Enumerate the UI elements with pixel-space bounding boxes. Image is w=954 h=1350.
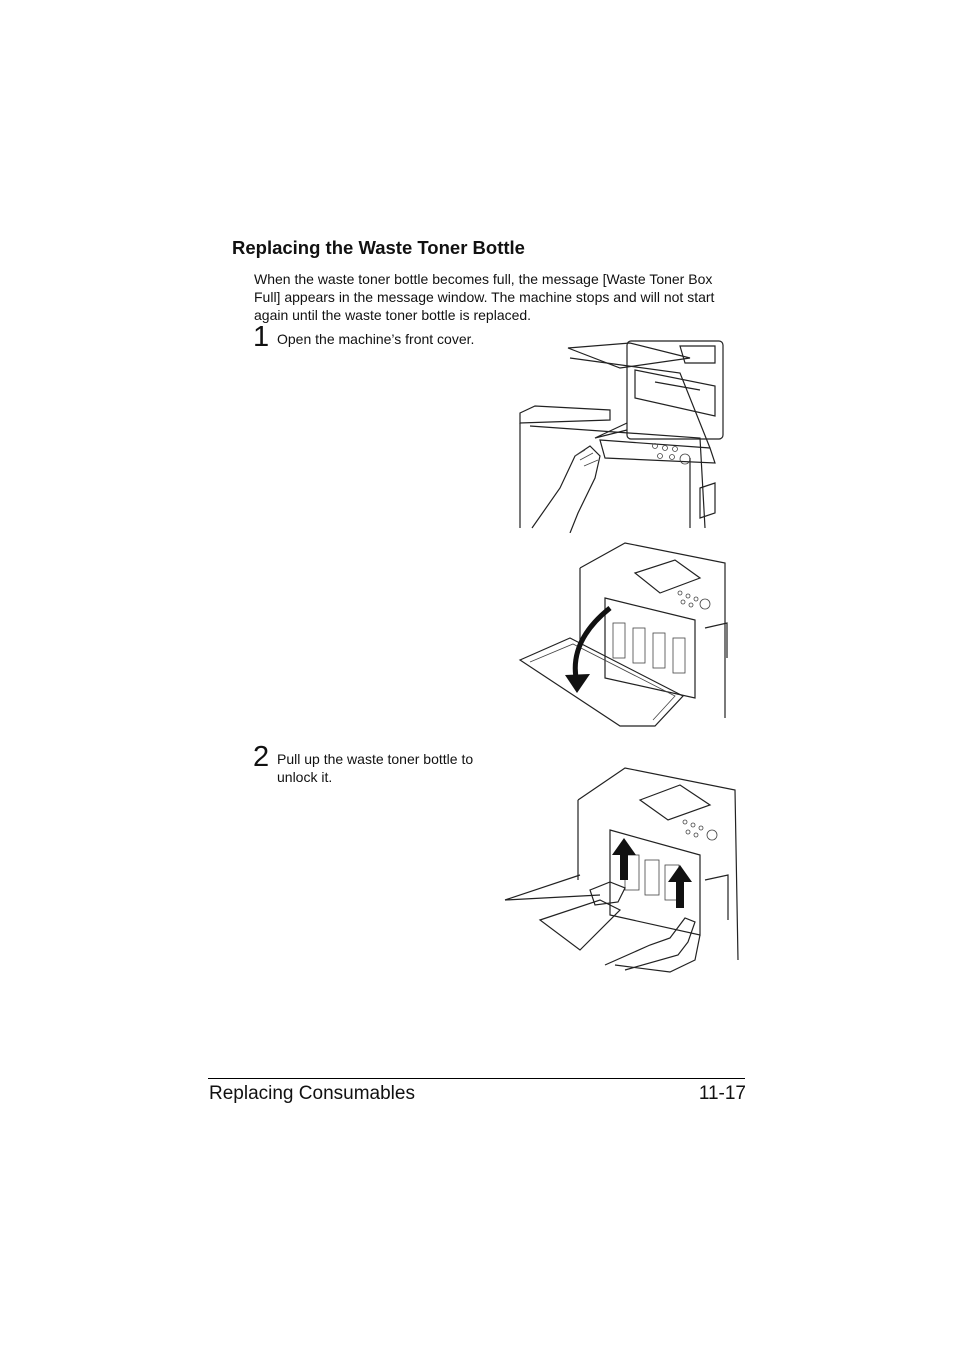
intro-paragraph: When the waste toner bottle becomes full… — [254, 271, 715, 323]
section-heading: Replacing the Waste Toner Bottle — [232, 237, 525, 258]
illustration-pull-up-bottle — [504, 767, 739, 973]
step-1-text: Open the machine’s front cover. — [277, 331, 475, 347]
footer-chapter-title: Replacing Consumables — [209, 1083, 415, 1104]
illustration-front-cover-opened — [518, 542, 728, 727]
step-1-number: 1 — [253, 321, 270, 353]
footer-page-number: 11-17 — [698, 1083, 746, 1104]
step-2-number: 2 — [253, 741, 270, 773]
step-2-text: Pull up the waste toner bottle to unlock… — [277, 751, 474, 785]
footer-rule — [208, 1078, 745, 1079]
illustration-open-cover-hand — [519, 340, 724, 533]
